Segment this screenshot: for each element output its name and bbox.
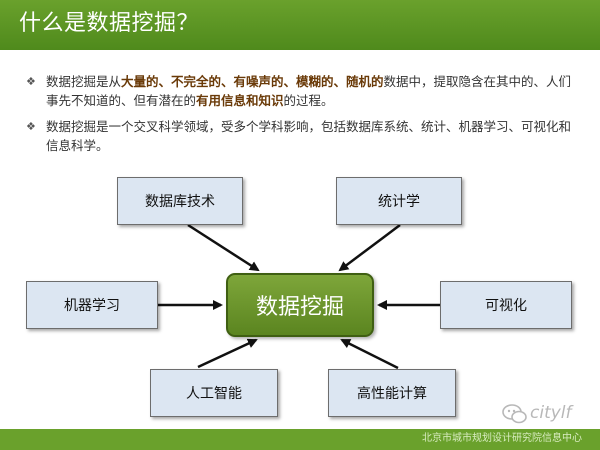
watermark-logo: citylf	[502, 402, 588, 426]
arrow-ai	[197, 338, 258, 369]
wechat-icon	[502, 404, 527, 424]
diamond-bullet-icon: ❖	[26, 75, 36, 88]
bullet-text-segment: 数据挖掘是从	[46, 74, 122, 89]
node-hpc: 高性能计算	[328, 369, 456, 417]
bullet-item-definition: ❖ 数据挖掘是从大量的、不完全的、有噪声的、模糊的、随机的数据中，提取隐含在其中…	[26, 72, 578, 110]
bullet-list: ❖ 数据挖掘是从大量的、不完全的、有噪声的、模糊的、随机的数据中，提取隐含在其中…	[26, 72, 578, 162]
arrow-hpc	[340, 338, 399, 370]
bullet-item-interdisciplinary: ❖ 数据挖掘是一个交叉科学领域，受多个学科影响，包括数据库系统、统计、机器学习、…	[26, 117, 578, 155]
bullet-text: 数据挖掘是从大量的、不完全的、有噪声的、模糊的、随机的数据中，提取隐含在其中的、…	[46, 74, 571, 108]
bullet-text-segment: 的过程。	[283, 93, 334, 108]
node-statistics: 统计学	[336, 177, 462, 225]
watermark-text: citylf	[530, 403, 572, 423]
footer-text: 北京市城市规划设计研究院信息中心	[422, 433, 582, 444]
arrow-statistics	[338, 224, 401, 272]
bullet-text: 数据挖掘是一个交叉科学领域，受多个学科影响，包括数据库系统、统计、机器学习、可视…	[46, 119, 572, 153]
node-data-mining-center: 数据挖掘	[226, 273, 374, 337]
node-database: 数据库技术	[117, 177, 243, 225]
page-title: 什么是数据挖掘？	[19, 11, 200, 36]
bullet-text-emphasis: 大量的、不完全的、有噪声的、模糊的、随机的	[121, 74, 384, 89]
node-machine-learning: 机器学习	[26, 281, 158, 329]
node-ai: 人工智能	[150, 369, 278, 417]
arrow-database	[187, 223, 260, 272]
bullet-text-segment: 数据中，提取隐含在其中的、人们事先不知道的、但有潜在的	[46, 74, 572, 108]
diamond-bullet-icon: ❖	[26, 120, 36, 133]
node-visualization: 可视化	[440, 281, 572, 329]
bullet-text-emphasis: 有用信息和知识	[196, 93, 284, 108]
footer-bar: 北京市城市规划设计研究院信息中心	[0, 429, 600, 450]
header-bar: 什么是数据挖掘？	[0, 0, 600, 50]
